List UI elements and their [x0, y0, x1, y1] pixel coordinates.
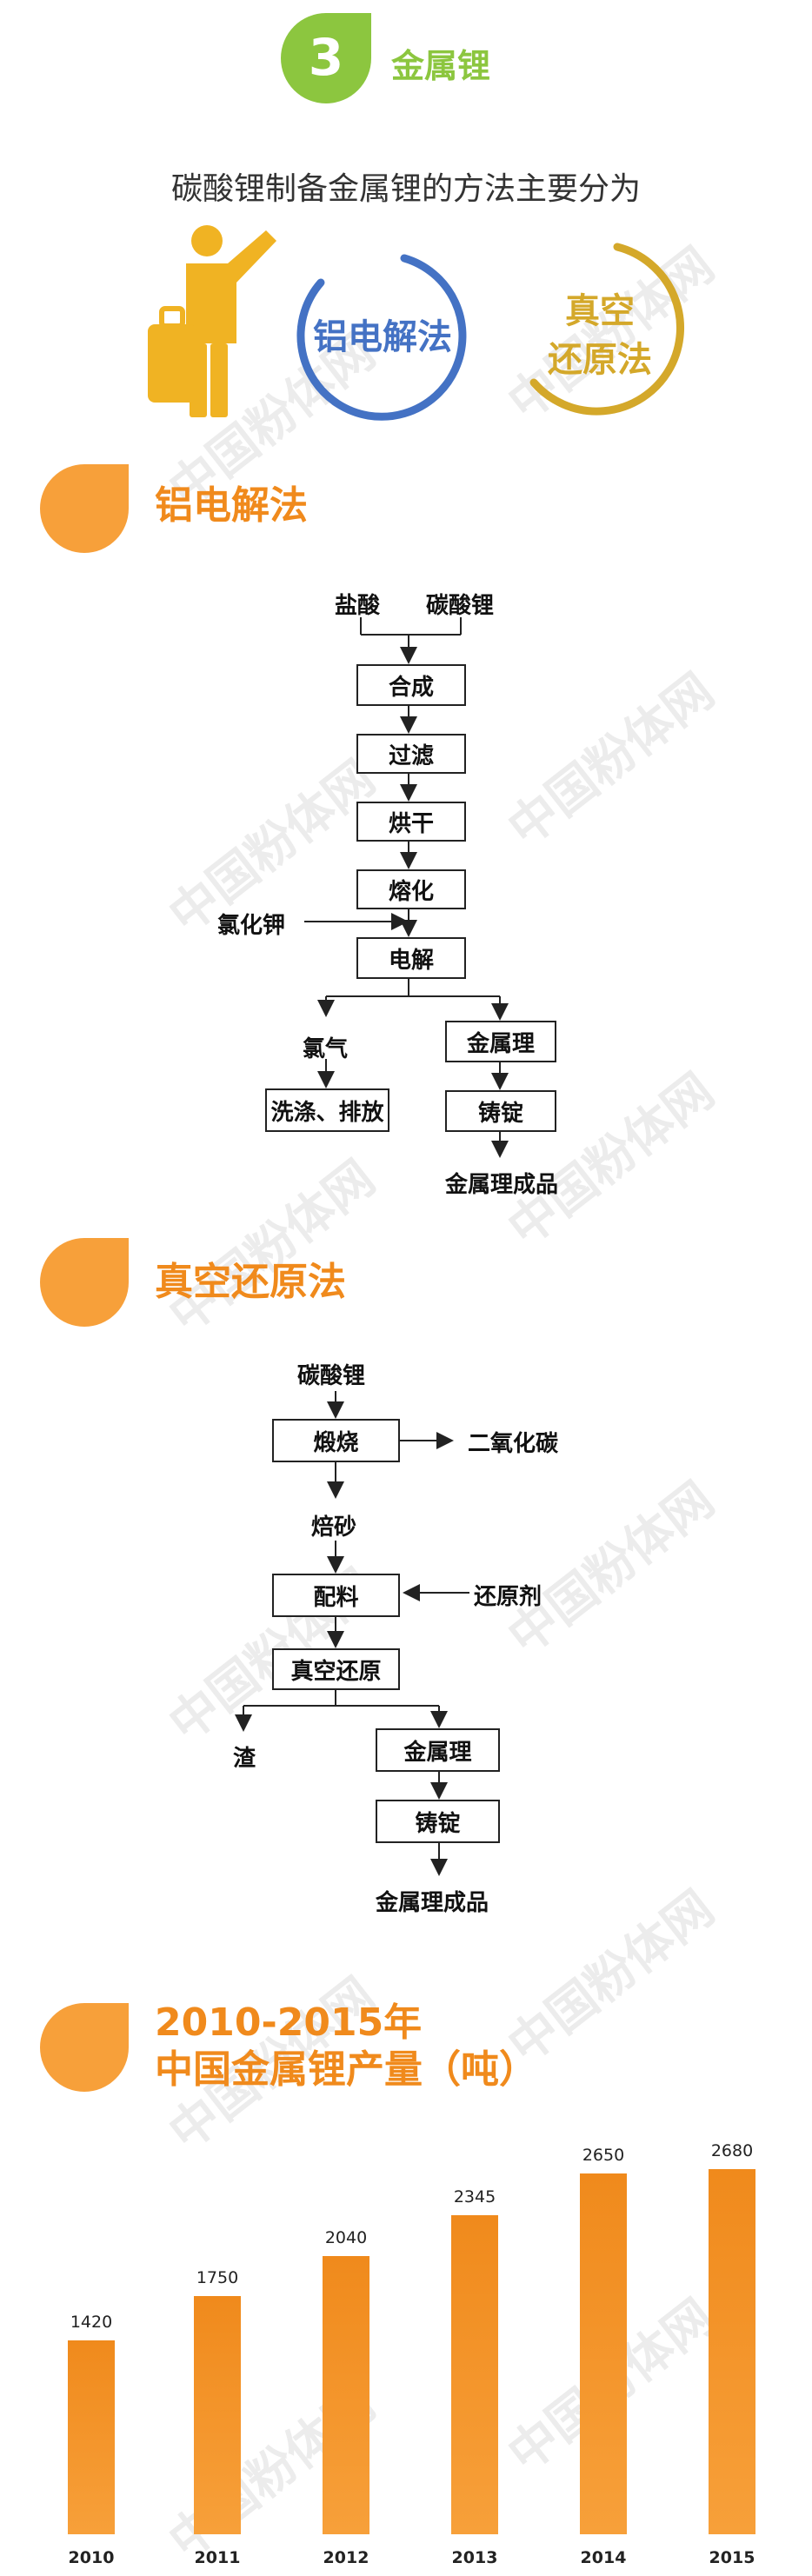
flow1-step-dry: 烘干: [356, 802, 466, 842]
flow1-input-hcl: 盐酸: [335, 593, 381, 619]
section3-title-line2: 中国金属锂产量（吨）: [155, 2047, 537, 2092]
bar-value-label: 2650: [582, 2145, 625, 2165]
flow2-side-reducer: 还原剂: [474, 1584, 542, 1610]
flow2-step-vacuum: 真空还原: [272, 1648, 400, 1690]
x-tick-label: 2010: [68, 2548, 115, 2567]
bar-2011: [194, 2295, 241, 2534]
x-tick-label: 2012: [323, 2548, 369, 2567]
flow2-right-metal: 金属理: [376, 1728, 500, 1772]
x-tick-label: 2015: [709, 2548, 755, 2567]
x-tick-label: 2013: [451, 2548, 498, 2567]
x-tick-label: 2011: [194, 2548, 241, 2567]
flow2-intermediate: 焙砂: [311, 1514, 357, 1541]
flow1-step-electrolysis: 电解: [356, 937, 466, 979]
flow1-product: 金属理成品: [445, 1172, 559, 1198]
badge-number: 3: [309, 28, 343, 87]
flow2-side-co2: 二氧化碳: [468, 1431, 559, 1457]
x-tick-label: 2014: [580, 2548, 627, 2567]
flow1-left-wash: 洗涤、排放: [265, 1088, 389, 1132]
bar-value-label: 2680: [710, 2141, 754, 2160]
section-drop-icon: [40, 2003, 129, 2092]
flow2-right-ingot: 铸锭: [376, 1800, 500, 1843]
bar-2015: [709, 2169, 755, 2534]
flow1-input-li2co3: 碳酸锂: [426, 593, 495, 619]
flow2-input-li2co3: 碳酸锂: [297, 1363, 366, 1389]
bar-2010: [68, 2340, 115, 2534]
flow1-side-kcl: 氯化钾: [217, 913, 286, 939]
flow2-step-batching: 配料: [272, 1574, 400, 1617]
flow2-product: 金属理成品: [376, 1890, 489, 1916]
section3-title: 2010-2015年 中国金属锂产量（吨）: [155, 2000, 537, 2093]
method-label-vacuum-line2: 还原法: [548, 340, 652, 380]
bar-2014: [580, 2173, 627, 2534]
section-drop-icon: [40, 1238, 129, 1327]
flow1-step-filter: 过滤: [356, 734, 466, 774]
flow1-step-synthesis: 合成: [356, 664, 466, 706]
method-label-electrolysis: 铝电解法: [313, 317, 452, 357]
bar-2012: [323, 2256, 369, 2534]
flow2-step-calcine: 煅烧: [272, 1419, 400, 1462]
method-label-vacuum-line1: 真空: [565, 291, 635, 331]
header-badge: 3: [281, 13, 371, 103]
method-label-vacuum: 真空 还原法: [504, 287, 696, 384]
method-circle-vacuum: [529, 243, 684, 416]
flow1-connectors: [304, 617, 509, 1158]
section3-title-line1: 2010-2015年: [155, 2000, 423, 2045]
method-circle-electrolysis: [296, 254, 467, 421]
flow1-left-chlorine: 氯气: [303, 1036, 349, 1062]
bar-2013: [451, 2214, 498, 2534]
section2-title: 真空还原法: [155, 1260, 346, 1304]
bar-value-label: 1420: [70, 2313, 113, 2333]
flow1-right-metal: 金属理: [445, 1021, 556, 1062]
section-drop-icon: [40, 464, 129, 553]
flow1-step-melt: 熔化: [356, 869, 466, 909]
flow1-right-ingot: 铸锭: [445, 1090, 556, 1132]
badge-shape: [281, 13, 371, 103]
flow2-connectors: [235, 1391, 469, 1876]
flow2-left-slag: 渣: [233, 1746, 256, 1772]
bar-value-label: 2345: [453, 2187, 496, 2207]
bar-value-label: 1750: [196, 2267, 239, 2287]
traveler-icon: [148, 225, 276, 417]
bar-value-label: 2040: [324, 2228, 368, 2248]
header-title: 金属锂: [391, 47, 491, 85]
section1-title: 铝电解法: [155, 483, 308, 528]
intro-text: 碳酸锂制备金属锂的方法主要分为: [170, 171, 641, 207]
